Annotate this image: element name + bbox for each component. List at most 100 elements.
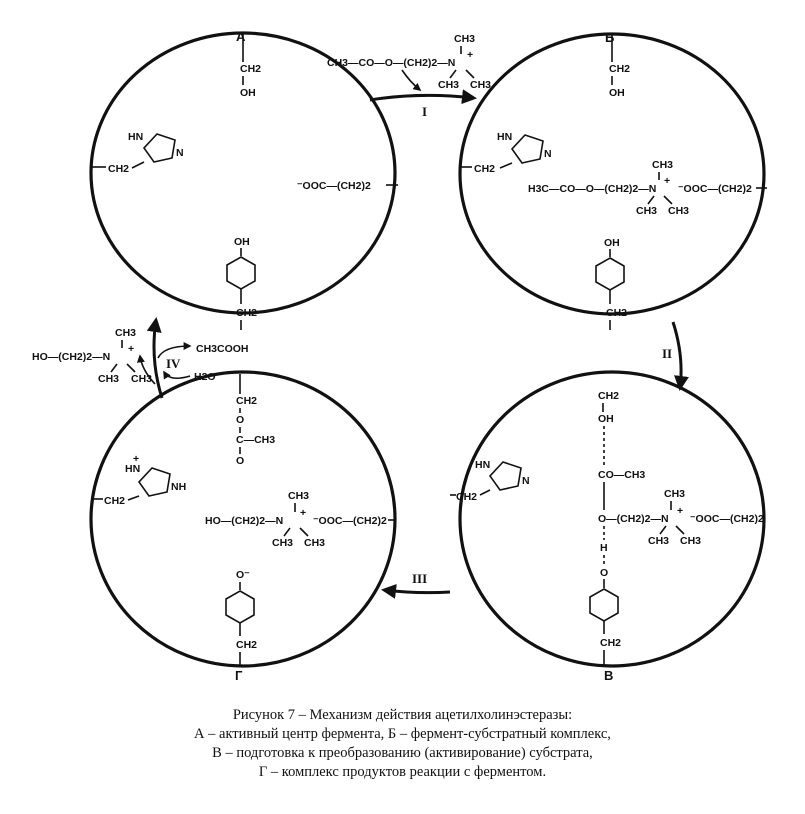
step-ii-arrow [671, 321, 689, 391]
panel-a-his-n: N [176, 147, 184, 159]
panel-a-ser-ch2: CH2 [240, 63, 261, 75]
panel-g-his-ch2: CH2 [104, 495, 125, 507]
panel-v-phenyl-ring [589, 588, 619, 622]
panel-v-plus: + [677, 505, 683, 517]
step-iii-label: III [412, 571, 427, 586]
step-iv-choline-branch [136, 354, 156, 385]
panel-g-his-nh: NH [171, 481, 186, 493]
panel-b-plus: + [664, 175, 670, 187]
caption-line-3: В – подготовка к преобразованию (активир… [212, 745, 593, 761]
step-i-substrate-entry [401, 69, 422, 91]
panel-b-phenyl-ring [595, 257, 625, 291]
panel-v-co: CO—CH3 [598, 469, 645, 481]
panel-g-asp: ⁻OOC—(CH2)2 [313, 515, 387, 527]
step-i-plus: + [467, 49, 473, 61]
step-iv: CH3COOH H2O IV CH3 HO—(CH2)2—N + CH3 CH3 [32, 317, 249, 399]
panel-b-tyr-ch2: CH2 [606, 307, 627, 319]
step-i-arrow [369, 89, 477, 105]
step-iv-water-branch [163, 370, 191, 380]
panel-v-h: H [600, 542, 608, 554]
panel-v-ch3-r: CH3 [680, 535, 701, 547]
panel-a-asp: ⁻OOC—(CH2)2 [297, 180, 371, 192]
panel-v-ser-ch2: CH2 [598, 390, 619, 402]
panel-g-circle [89, 370, 397, 668]
panel-v-tyr-o: O [600, 567, 608, 579]
step-iv-acetic: CH3COOH [196, 343, 249, 355]
step-iv-choline: HO—(CH2)2—N [32, 351, 110, 363]
panel-g-ser-ch2: CH2 [236, 395, 257, 407]
panel-g-imidazole-ring [137, 467, 171, 497]
panel-a-tyr-oh: OH [234, 236, 250, 248]
panel-a-label: А [236, 29, 246, 44]
panel-v-his-ch2: CH2 [456, 491, 477, 503]
panel-g-phenyl-ring [225, 590, 255, 624]
panel-a-circle [89, 31, 397, 315]
panel-g-his-plus: + [133, 453, 139, 465]
step-ii-label: II [662, 346, 672, 361]
panel-b-ch3-l: CH3 [636, 205, 657, 217]
panel-b-asp: ⁻OOC—(CH2)2 [678, 183, 752, 195]
panel-a-imidazole-ring [142, 133, 176, 163]
panel-v-tyr-ch2: CH2 [600, 637, 621, 649]
panel-b-his-n: N [544, 148, 552, 160]
panel-b-tyr-oh: OH [604, 237, 620, 249]
step-iv-acetic-branch [157, 342, 192, 359]
panel-b-label: Б [605, 30, 614, 45]
step-iv-ch3-r: CH3 [131, 373, 152, 385]
step-iv-ch3-top: CH3 [115, 327, 136, 339]
step-ii: II [662, 321, 689, 391]
panel-b-ser-oh: OH [609, 87, 625, 99]
panel-a-phenyl-ring [226, 256, 256, 290]
panel-g-his-hn: HN [125, 463, 140, 475]
panel-b-ch3-r: CH3 [668, 205, 689, 217]
step-i-ch3-top: CH3 [454, 33, 475, 45]
panel-b-his-nh: HN [497, 131, 512, 143]
panel-b-his-ch2: CH2 [474, 163, 495, 175]
step-i-substrate: CH3—CO—O—(CH2)2—N [327, 57, 455, 69]
panel-g-label: Г [235, 668, 243, 683]
panel-b-imidazole-ring [510, 134, 544, 164]
caption-line-4: Г – комплекс продуктов реакции с фермент… [258, 764, 547, 780]
panel-v-ser-oh: OH [598, 413, 614, 425]
panel-b-substrate: H3C—CO—O—(CH2)2—N [528, 183, 656, 195]
panel-b-ser-ch2: CH2 [609, 63, 630, 75]
panel-v-o-chain: O—(CH2)2—N [598, 513, 669, 525]
panel-a-tyr-ch2: CH2 [236, 307, 257, 319]
panel-g-plus: + [300, 507, 306, 519]
panel-v-his-n: N [522, 475, 530, 487]
step-i-label: I [422, 104, 427, 119]
panel-g: Г CH2 O C—CH3 O HN + NH CH2 CH3 HO—(CH2)… [89, 370, 397, 683]
step-iii: III [381, 571, 451, 599]
panel-g-acetyl-o: O [236, 455, 244, 467]
panel-b: Б CH2 OH HN N CH2 CH3 H3C—CO—O—(CH2)2—N … [458, 30, 767, 330]
caption-line-2: А – активный центр фермента, Б – фермент… [194, 726, 611, 742]
panel-v-label: В [604, 668, 613, 683]
panel-g-choline: HO—(CH2)2—N [205, 515, 283, 527]
panel-v-asp: ⁻OOC—(CH2)2 [690, 513, 764, 525]
panel-a-his-nh: HN [128, 131, 143, 143]
step-i-ch3-l: CH3 [438, 79, 459, 91]
caption-line-1: Рисунок 7 – Механизм действия ацетилхоли… [232, 707, 573, 723]
panel-a: А CH2 OH HN N CH2 ⁻OOC—(CH2)2 OH CH2 [89, 29, 398, 330]
step-iv-label: IV [166, 356, 181, 371]
panel-v: В CH2 OH CO—CH3 HN N CH2 CH3 O—(CH2)2—N … [450, 370, 766, 683]
panel-g-ser-o: O [236, 414, 244, 426]
step-iv-water: H2O [194, 371, 216, 383]
panel-g-acetyl: C—CH3 [236, 434, 275, 446]
panel-g-ch3-r: CH3 [304, 537, 325, 549]
panel-v-ch3-top: CH3 [664, 488, 685, 500]
step-iv-ch3-l: CH3 [98, 373, 119, 385]
step-iv-arrow [146, 317, 164, 399]
panel-a-his-ch2: CH2 [108, 163, 129, 175]
figure-caption: Рисунок 7 – Механизм действия ацетилхоли… [0, 706, 805, 782]
panel-b-ch3-top: CH3 [652, 159, 673, 171]
step-iv-plus: + [128, 343, 134, 355]
panel-v-imidazole-ring [488, 461, 522, 491]
step-i-ch3-r: CH3 [470, 79, 491, 91]
panel-g-ch3-top: CH3 [288, 490, 309, 502]
panel-a-ser-oh: OH [240, 87, 256, 99]
panel-g-ch3-l: CH3 [272, 537, 293, 549]
panel-v-circle [458, 370, 766, 668]
step-i: CH3 CH3—CO—O—(CH2)2—N + CH3 CH3 I [327, 33, 491, 119]
